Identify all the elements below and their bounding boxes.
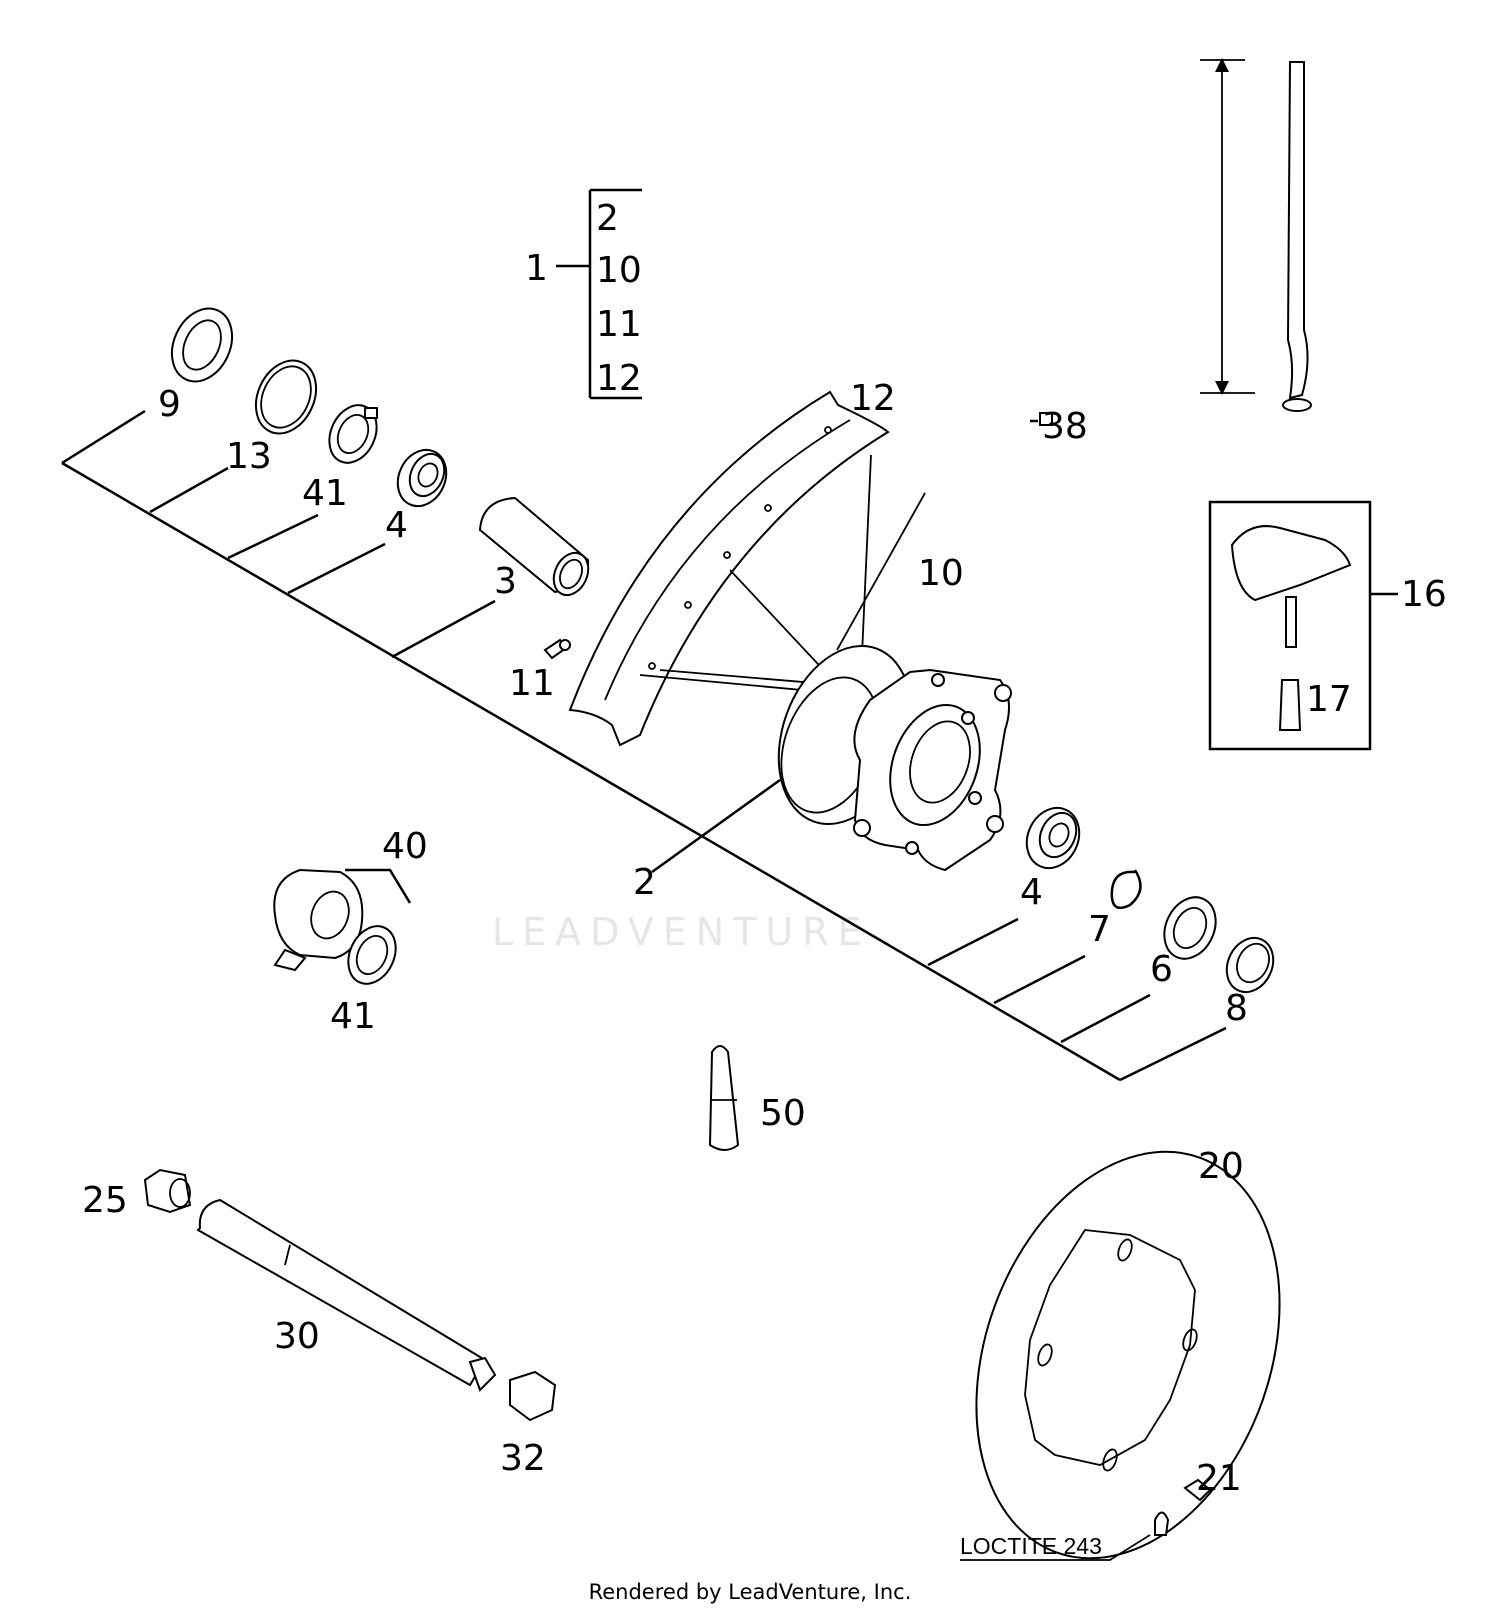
spacer-part — [1225, 936, 1275, 994]
valve-cap-part — [1039, 412, 1053, 426]
retaining-ring-part — [254, 359, 318, 435]
tab-washer-part — [347, 925, 397, 985]
callout-number: 2 — [633, 862, 656, 903]
callout-number: 41 — [330, 996, 376, 1037]
bearing-part — [396, 448, 448, 508]
kit-child-number: 12 — [596, 358, 642, 399]
wheel-hub-part — [777, 644, 1012, 872]
callout-number: 20 — [1198, 1146, 1244, 1187]
callout-number: 21 — [1196, 1458, 1242, 1499]
callout-number: 6 — [1150, 949, 1173, 990]
callout-number: 8 — [1225, 988, 1248, 1029]
callout-number: 7 — [1088, 909, 1111, 950]
adhesive-tube-part — [708, 1045, 740, 1151]
callout-number: 30 — [274, 1316, 320, 1357]
speedometer-drive-part — [273, 868, 412, 972]
callout-number: 25 — [82, 1180, 128, 1221]
seal-part — [1163, 896, 1217, 960]
callout-number: 40 — [382, 826, 428, 867]
axle-nut-part — [509, 1370, 557, 1422]
rim-part — [568, 390, 890, 747]
kit-child-number: 11 — [596, 304, 642, 345]
seal-part — [170, 307, 234, 383]
kit-child-number: 10 — [596, 250, 642, 291]
callout-number: 10 — [918, 553, 964, 594]
callout-number: 4 — [1020, 872, 1043, 913]
callout-number: 12 — [850, 378, 896, 419]
disc-bolt-part — [960, 1478, 1212, 1561]
tab-washer-part — [328, 404, 378, 464]
bearing-part — [1025, 806, 1081, 870]
callout-number: 41 — [302, 473, 348, 514]
callout-number: 32 — [500, 1438, 546, 1479]
kit-child-number: 2 — [596, 198, 619, 239]
spacer-sleeve-part — [478, 496, 590, 597]
callout-number: 38 — [1042, 406, 1088, 447]
callout-number: 16 — [1401, 574, 1447, 615]
circlip-part — [1110, 869, 1142, 910]
callout-number: 4 — [385, 505, 408, 546]
kit-parent-number: 1 — [525, 248, 548, 289]
brake-disc-part — [975, 1150, 1281, 1560]
callout-leaders — [651, 419, 1038, 874]
callout-number: 11 — [509, 663, 555, 704]
footer-credit: Rendered by LeadVenture, Inc. — [588, 1580, 912, 1604]
callout-number: 17 — [1306, 679, 1352, 720]
callout-number: 50 — [760, 1093, 806, 1134]
assembly-axis — [61, 409, 1227, 1082]
kit-bracket: 1 2 10 11 12 — [525, 188, 642, 400]
callout-number: 3 — [494, 561, 517, 602]
callout-number: 13 — [226, 436, 272, 477]
axle-part — [196, 1198, 497, 1392]
spoke-nipple-part — [543, 638, 571, 660]
axle-nut-part — [143, 1168, 192, 1214]
loctite-note: LOCTITE 243 — [960, 1533, 1102, 1559]
rim-lock-box — [1208, 500, 1398, 751]
spoke-dimension-detail — [1200, 58, 1312, 412]
watermark-text: LEADVENTURE — [492, 910, 871, 954]
callout-number: 9 — [158, 384, 181, 425]
